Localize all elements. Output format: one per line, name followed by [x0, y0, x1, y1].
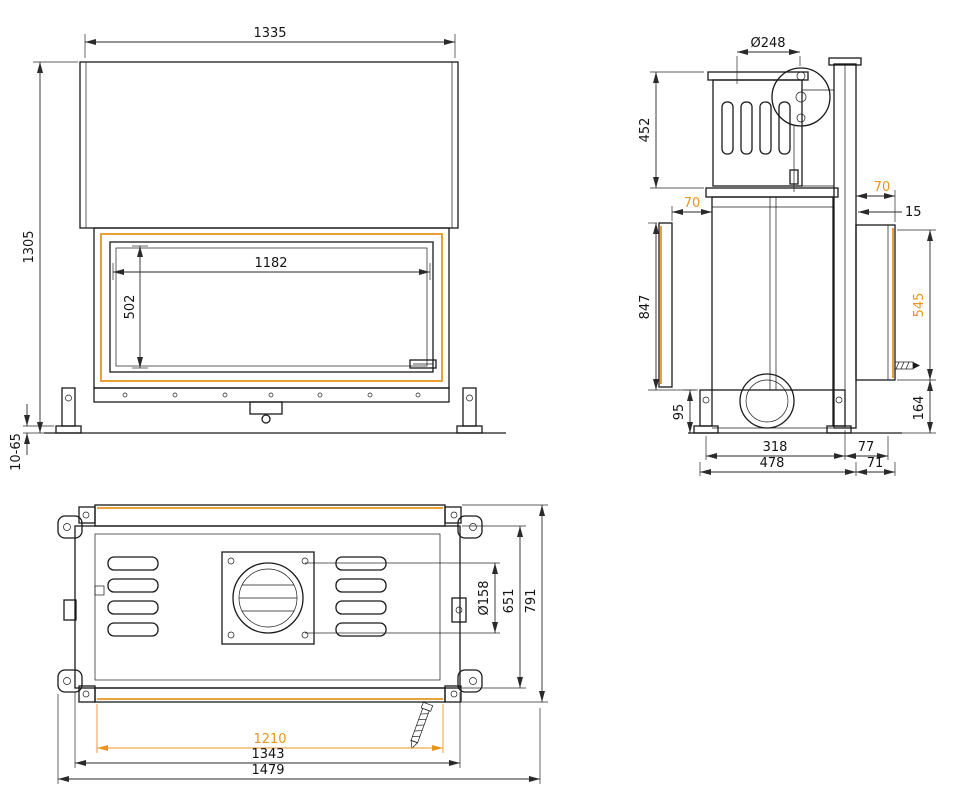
dim-side-panel-width: 70: [874, 180, 891, 195]
dim-side-outlet-height: 164: [912, 396, 927, 421]
flue-duct-circle: [232, 562, 304, 634]
right-leg: [462, 387, 477, 427]
body-top-outline: [74, 525, 461, 689]
front-panel: [658, 222, 673, 388]
convection-box: [712, 79, 803, 187]
front-view: 1335 1305 1182 502 10-65: [9, 26, 506, 471]
door-frame: [93, 227, 450, 389]
dim-front-foot-adjustment: 10-65: [9, 433, 24, 471]
firebox-body: [711, 196, 834, 391]
dim-side-glass-height: 545: [912, 293, 927, 318]
dim-side-depth-lower-rear: 71: [867, 456, 884, 471]
left-leg: [61, 387, 76, 427]
dim-top-duct-diameter: Ø158: [477, 580, 492, 615]
right-latch: [451, 597, 467, 623]
flue-flange: [221, 551, 315, 645]
dim-top-body-width: 1343: [251, 747, 284, 762]
dim-side-flue-diameter: Ø248: [750, 36, 785, 51]
dim-top-total-depth: 791: [524, 589, 539, 614]
dim-side-depth-upper: 318: [763, 440, 788, 455]
side-view: Ø248 452 847 70 70 15 545 164 95: [638, 36, 936, 476]
dim-front-overall-height: 1305: [22, 230, 37, 263]
mounting-screw: [410, 701, 434, 749]
dim-side-firebox-height: 847: [638, 295, 653, 320]
door-handle: [409, 359, 437, 369]
base-strip: [93, 387, 450, 403]
rear-frame-strip: [94, 687, 446, 703]
door-glass: [109, 241, 434, 373]
dim-side-depth-upper-rear: 77: [858, 440, 875, 455]
top-view: Ø158 651 791 1210 1343 1479: [57, 504, 548, 784]
dim-side-rear-gap: 15: [905, 205, 922, 220]
side-panel: [855, 224, 896, 381]
dim-side-base-clearance: 95: [672, 404, 687, 421]
dim-side-hood-height: 452: [638, 118, 653, 143]
dim-top-glass-width: 1210: [253, 732, 286, 747]
dim-front-glass-height: 502: [123, 295, 138, 320]
dim-top-total-width: 1479: [251, 763, 284, 778]
dim-front-glass-width: 1182: [254, 256, 287, 271]
dim-side-depth-lower: 478: [760, 456, 785, 471]
center-knob: [261, 414, 271, 424]
dim-side-front-panel-gap: 70: [684, 196, 701, 211]
dim-top-body-depth: 651: [502, 589, 517, 614]
glass-frame-accent: [100, 233, 443, 382]
hood-outline: [79, 61, 459, 229]
flue-spigot: [739, 373, 795, 429]
center-bracket: [249, 401, 283, 415]
left-latch: [63, 599, 77, 621]
pulley-wheel: [771, 67, 831, 127]
dim-front-overall-width: 1335: [253, 26, 286, 41]
